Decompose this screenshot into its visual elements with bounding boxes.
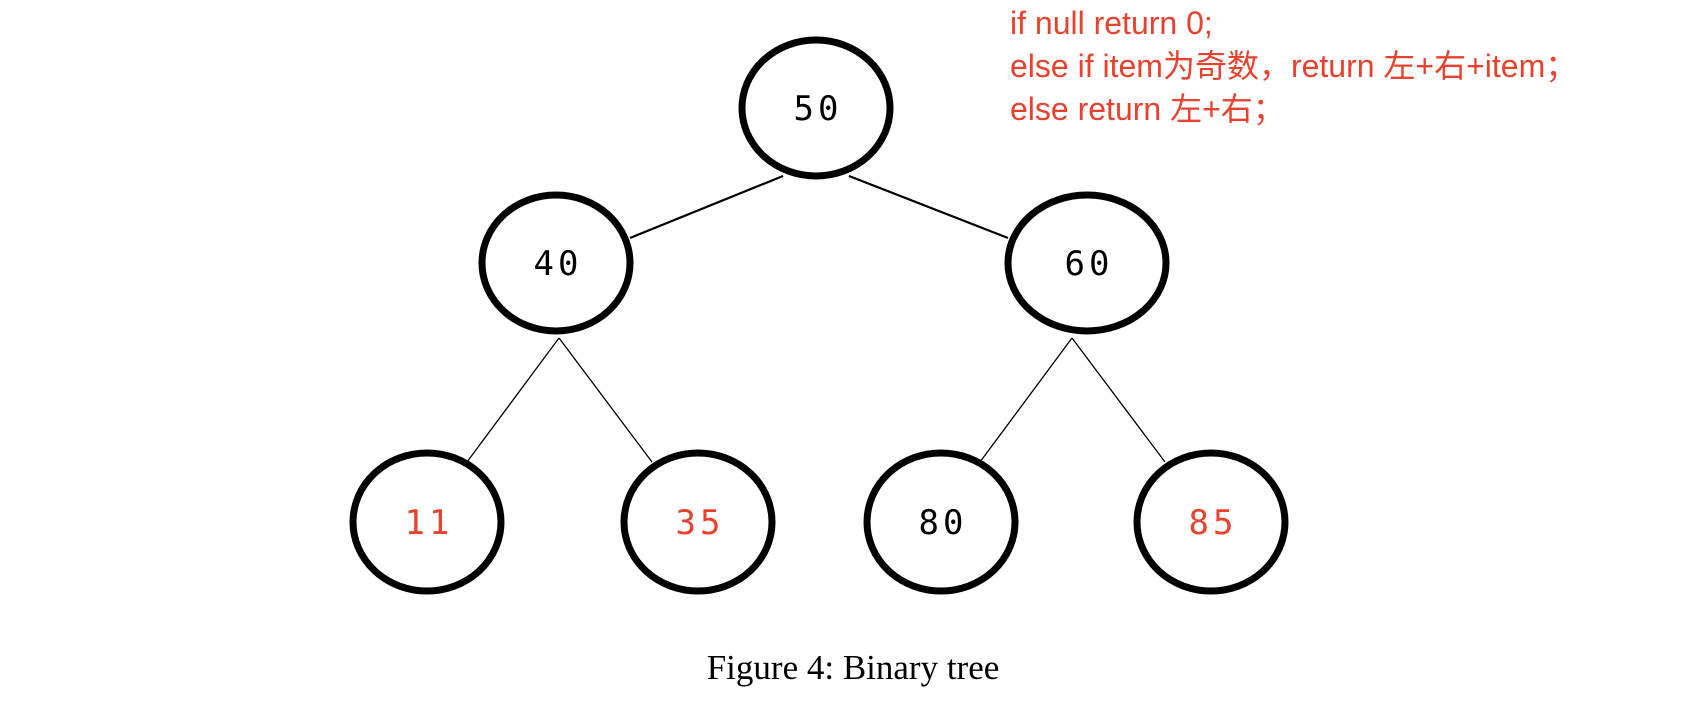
edge-60-80 — [979, 337, 1073, 463]
node-circle — [620, 449, 776, 595]
node-circle — [349, 449, 505, 595]
tree-node-40: 40 — [478, 191, 634, 335]
node-label: 85 — [1189, 503, 1238, 543]
node-label: 60 — [1065, 244, 1114, 284]
node-circle — [863, 449, 1019, 595]
figure-caption: Figure 4: Binary tree — [706, 648, 1000, 687]
edge-40-35 — [558, 337, 653, 463]
tree-node-85: 85 — [1133, 449, 1289, 595]
node-label: 80 — [919, 503, 968, 543]
node-label: 11 — [405, 503, 454, 543]
tree-node-11: 11 — [349, 449, 505, 595]
annotation-line-1: if null return 0; — [1010, 5, 1213, 41]
edge-50-40 — [629, 174, 784, 240]
tree-node-80: 80 — [863, 449, 1019, 595]
edge-50-60 — [848, 174, 1009, 240]
node-label: 40 — [534, 244, 583, 284]
annotation-line-3: else return 左+右； — [1010, 91, 1285, 127]
tree-node-35: 35 — [620, 449, 776, 595]
annotation-line-2: else if item为奇数，return 左+右+item； — [1010, 48, 1578, 84]
tree-edges — [466, 174, 1166, 463]
node-circle — [1004, 191, 1170, 335]
node-circle — [1133, 449, 1289, 595]
edge-60-85 — [1071, 337, 1166, 463]
node-label: 50 — [794, 89, 843, 129]
edge-40-11 — [466, 337, 560, 463]
node-circle — [738, 36, 894, 180]
tree-nodes: 50 40 60 11 35 80 85 — [349, 36, 1289, 595]
node-circle — [478, 191, 634, 335]
tree-node-50: 50 — [738, 36, 894, 180]
node-label: 35 — [676, 503, 725, 543]
tree-node-60: 60 — [1004, 191, 1170, 335]
rule-annotation: if null return 0; else if item为奇数，return… — [1010, 2, 1577, 131]
